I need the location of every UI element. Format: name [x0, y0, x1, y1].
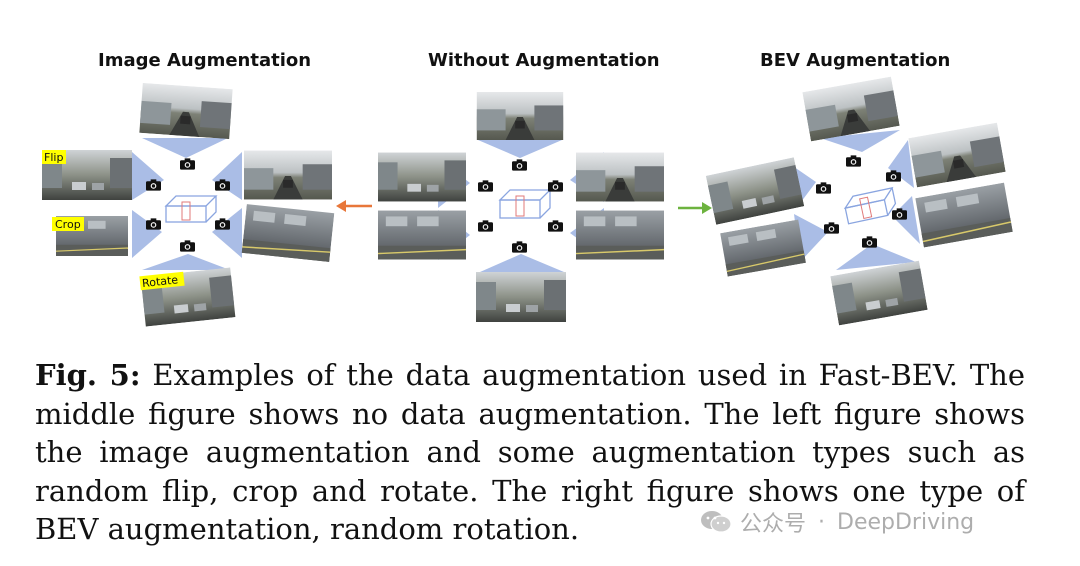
camera-icon [816, 182, 831, 194]
camera-image-back [830, 260, 928, 326]
camera-icon [548, 220, 563, 232]
frustum-left-upper [132, 152, 164, 200]
frustum-bottom [480, 254, 564, 272]
watermark-text: 公众号 [740, 512, 807, 537]
camera-icon [548, 180, 563, 192]
camera-icon [478, 220, 493, 232]
figure-caption: Fig. 5: Examples of the data augmentatio… [35, 356, 1025, 549]
frustum-top [478, 140, 562, 158]
left-panel: Flip Crop Rotate [42, 82, 335, 327]
flip-label: Flip [44, 151, 63, 164]
arrow-to-left [336, 200, 372, 212]
middle-panel-title: Without Augmentation [428, 50, 660, 71]
caption-text: Examples of the data augmentation used i… [35, 358, 1025, 546]
crop-label: Crop [55, 218, 81, 231]
left-panel-title: Image Augmentation [98, 50, 312, 71]
camera-image-front-left [378, 152, 466, 202]
right-panel-title: BEV Augmentation [760, 50, 951, 71]
frustum-top [820, 130, 900, 152]
frustum-bottom [836, 244, 916, 270]
augmentation-figure: Flip Crop Rotate [42, 76, 1014, 327]
camera-image-back-right [576, 210, 664, 260]
car-box-icon [164, 195, 218, 223]
watermark-separator: · [818, 509, 826, 535]
camera-image-back-right [241, 203, 335, 263]
camera-image-back-left [719, 219, 807, 277]
camera-icon [862, 236, 877, 248]
camera-icon [824, 222, 839, 234]
frustum-right-upper [888, 140, 914, 188]
car-box-icon [498, 189, 552, 219]
camera-icon [146, 218, 161, 230]
camera-icon [846, 155, 861, 167]
camera-icon [512, 241, 527, 253]
camera-image-front-right [244, 150, 332, 200]
frustum-bottom [142, 254, 230, 270]
car-box-icon [843, 186, 897, 225]
rotate-label: Rotate [141, 273, 178, 290]
frustum-right-lower [212, 208, 242, 258]
frustum-right-upper [212, 152, 242, 200]
frustum-right-lower [892, 196, 920, 244]
crop-highlight [52, 217, 84, 231]
watermark-name: DeepDriving [837, 509, 975, 535]
camera-image-front-left [705, 157, 805, 225]
flip-highlight [42, 150, 66, 164]
camera-image-front [139, 82, 233, 140]
camera-image-back [476, 272, 566, 322]
camera-icon [478, 180, 493, 192]
right-panel [705, 76, 1014, 326]
frustum-top [142, 138, 228, 158]
arrow-to-right [678, 202, 712, 214]
caption-lead: Fig. 5: [35, 358, 141, 392]
middle-panel [378, 92, 664, 322]
frustum-left-lower [132, 210, 162, 258]
camera-icon [180, 158, 195, 170]
camera-image-front-right [908, 122, 1006, 188]
wechat-icon [701, 511, 732, 533]
camera-icon [180, 240, 195, 252]
camera-icon [512, 159, 527, 171]
camera-image-front-right [576, 152, 664, 202]
rotate-highlight [139, 271, 185, 291]
camera-image-back-left [378, 210, 466, 260]
watermark: 公众号 · DeepDriving [700, 506, 974, 538]
camera-image-front [476, 92, 564, 140]
camera-image-back-right [914, 182, 1014, 248]
